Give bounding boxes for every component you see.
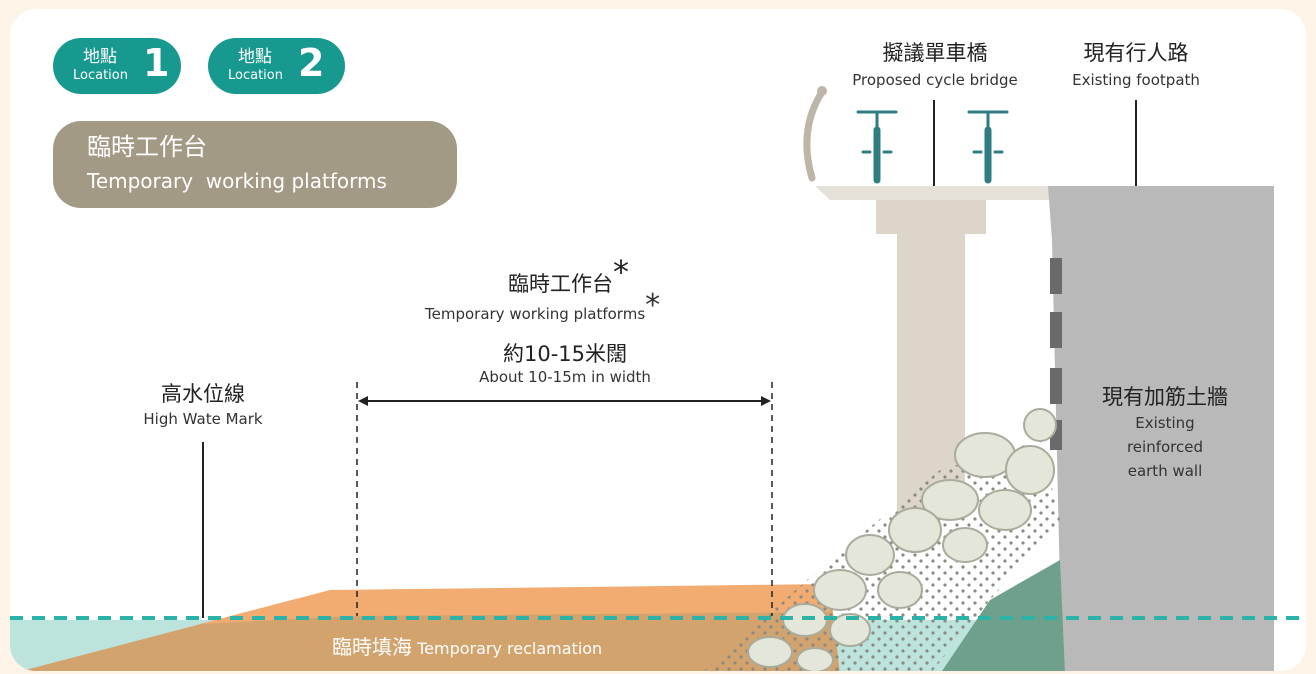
footpath-label-en: Existing footpath (1072, 71, 1200, 89)
location-1-zh: 地點 (83, 47, 117, 67)
reclamation-label: 臨時填海 Temporary reclamation (332, 635, 603, 659)
high-water-label-en: High Wate Mark (143, 410, 263, 428)
pier-cap (876, 198, 986, 234)
high-water-label-zh: 高水位線 (161, 382, 245, 406)
bicycle-icon (967, 110, 1009, 184)
location-1-number: 1 (143, 41, 170, 85)
platform-label-en: Temporary working platforms* (425, 288, 661, 323)
earth-wall-label-en3: earth wall (1127, 462, 1203, 480)
cycle-bridge-label-zh: 擬議單車橋 (882, 41, 988, 65)
width-label-en: About 10-15m in width (479, 368, 651, 386)
footpath-label-zh: 現有行人路 (1083, 41, 1189, 65)
width-label-zh: 約10-15米闊 (502, 342, 628, 366)
platform-legend-badge: 臨時工作台 Temporary working platforms (53, 121, 457, 208)
platform-legend-zh: 臨時工作台 (87, 133, 207, 161)
platform-label-zh: 臨時工作台* (508, 253, 629, 296)
bridge-railing (803, 88, 826, 182)
cycle-bridge-label-en: Proposed cycle bridge (852, 71, 1018, 89)
earth-wall-label-en1: Existing (1135, 414, 1195, 432)
earth-wall-label-en2: reinforced (1126, 438, 1204, 456)
earth-wall-label-zh: 現有加筋土牆 (1102, 385, 1228, 409)
location-2-en: Location (228, 68, 283, 83)
location-1-en: Location (73, 68, 128, 83)
location-2-zh: 地點 (238, 47, 272, 67)
bridge-pier (897, 198, 965, 518)
location-2-number: 2 (298, 41, 325, 85)
bridge-deck (815, 186, 1052, 200)
bicycle-icon (856, 110, 898, 184)
location-2-badge: 地點 Location 2 (208, 38, 345, 94)
location-1-badge: 地點 Location 1 (53, 38, 181, 94)
platform-legend-en: Temporary working platforms (87, 169, 387, 193)
armour-rocks (747, 408, 1057, 671)
reinforced-earth-wall (1048, 186, 1274, 671)
